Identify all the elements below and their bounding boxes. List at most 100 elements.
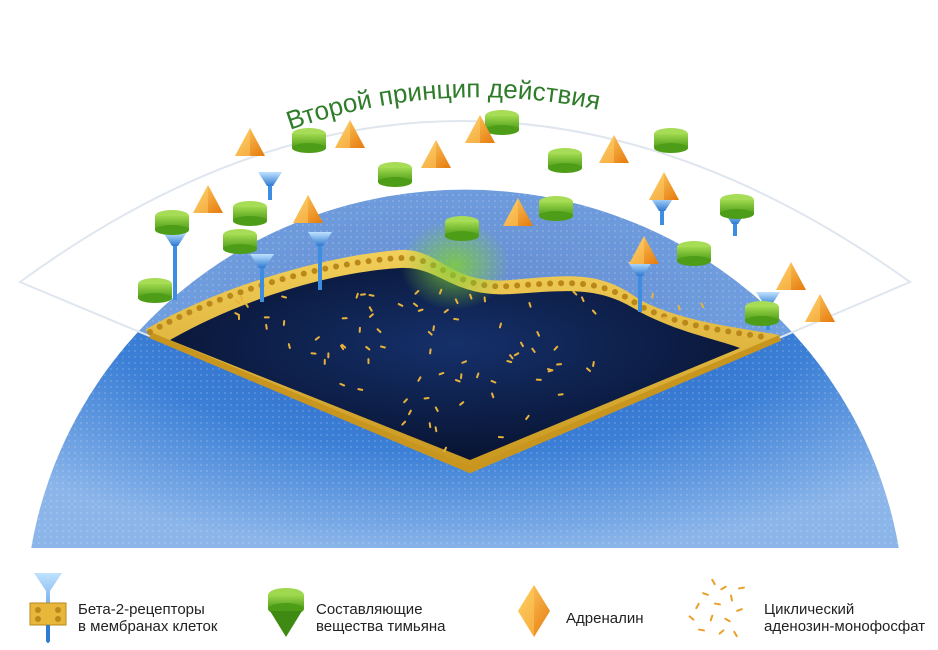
receptor [258, 172, 282, 200]
membrane-bead [621, 293, 628, 300]
camp-molecule [443, 308, 449, 314]
membrane-bead [580, 281, 587, 288]
camp-molecule [546, 368, 553, 372]
camp-molecule [376, 328, 382, 334]
camp-molecule [265, 323, 268, 330]
camp-molecule [408, 409, 412, 416]
camp-molecules [234, 288, 705, 453]
membrane-bead [237, 289, 244, 296]
thyme-molecule [445, 216, 479, 241]
mechanism-diagram: Второй принцип действия [0, 73, 938, 555]
camp-molecule [341, 317, 348, 320]
membrane-bead [216, 296, 223, 303]
camp-molecule [525, 414, 530, 421]
camp-molecule [506, 360, 513, 364]
membrane-bead [376, 256, 383, 263]
camp-molecule [397, 303, 404, 307]
camp-molecule [662, 316, 669, 319]
adrenaline-molecule [293, 195, 323, 223]
adrenaline-molecule [649, 172, 679, 200]
receptor [250, 254, 274, 302]
membrane-bead [611, 288, 618, 295]
adrenaline-icon [518, 585, 550, 637]
cell-membrane [145, 249, 782, 474]
camp-molecule [432, 325, 435, 332]
camp-molecule [327, 352, 330, 359]
membrane-bead [290, 273, 297, 280]
membrane-bead [279, 276, 286, 283]
camp-molecule [438, 288, 443, 295]
thyme-molecule [485, 110, 519, 135]
camp-molecule [358, 326, 361, 333]
camp-molecule [401, 420, 407, 426]
camp-molecule [340, 344, 345, 351]
camp-molecule [476, 372, 480, 379]
membrane-bead [601, 285, 608, 292]
adrenaline-molecule [335, 120, 365, 148]
camp-molecule [428, 422, 432, 429]
camp-icon [688, 578, 745, 638]
camp-molecule [700, 302, 705, 309]
legend-divider [0, 548, 938, 555]
camp-molecule [429, 348, 432, 355]
camp-molecule [423, 397, 430, 400]
membrane-bead [227, 292, 234, 299]
camp-molecule [490, 379, 497, 384]
legend-item-camp: Циклический аденозин-монофосфат [680, 555, 938, 650]
thyme-molecule [155, 210, 189, 235]
camp-molecule [460, 373, 463, 380]
camp-molecule [651, 292, 654, 299]
camp-molecule [557, 393, 564, 396]
membrane-bead [147, 329, 153, 335]
camp-molecule [535, 378, 542, 381]
membrane-bead [186, 309, 193, 316]
legend-receptor-line2: в мембранах клеток [78, 618, 218, 635]
camp-molecule [282, 320, 286, 327]
camp-molecule [427, 330, 433, 336]
adrenaline-molecule [421, 140, 451, 168]
camp-molecule [469, 293, 473, 300]
membrane-bead [300, 270, 307, 277]
camp-molecule [240, 295, 244, 302]
legend-thyme-line2: вещества тимьяна [316, 618, 446, 635]
camp-molecule [365, 345, 371, 351]
legend-item-adrenaline: Адреналин [510, 555, 680, 650]
camp-molecule [310, 352, 317, 355]
beta-2-receptor-icon [29, 573, 67, 643]
adrenaline-molecule [235, 128, 265, 156]
camp-molecule [498, 322, 503, 329]
camp-molecule [591, 309, 597, 315]
thyme-molecule [677, 241, 711, 266]
thyme-molecule [378, 162, 412, 187]
camp-molecule [509, 354, 514, 360]
adrenaline-molecule [805, 294, 835, 322]
receptor [650, 197, 674, 225]
membrane-bead [640, 304, 647, 311]
membrane-bead [703, 324, 710, 331]
legend-camp-line1: Циклический [764, 601, 855, 618]
membrane-bead [714, 326, 721, 333]
legend-receptor-line1: Бета-2-рецепторы [78, 601, 205, 618]
camp-molecule [528, 301, 532, 308]
membrane-bead [650, 309, 657, 316]
thyme-molecule [745, 301, 779, 326]
membrane-bead [536, 281, 543, 288]
camp-molecule [453, 317, 460, 321]
camp-molecule [592, 361, 595, 367]
camp-molecule [367, 358, 370, 365]
camp-molecule [531, 347, 536, 353]
membrane-bead [311, 268, 318, 275]
receptor [628, 262, 652, 312]
adrenaline-molecule [465, 115, 495, 143]
camp-molecule [379, 345, 386, 349]
camp-molecule [459, 401, 465, 406]
camp-molecule [553, 345, 559, 351]
camp-molecule [287, 343, 291, 350]
membrane-bead [631, 299, 638, 306]
camp-molecule [438, 371, 445, 376]
legend-thyme-line1: Составляющие [316, 601, 423, 618]
membrane-bead [682, 319, 689, 326]
thyme-molecule [223, 229, 257, 254]
camp-molecule [339, 382, 346, 387]
thyme-molecule [548, 148, 582, 173]
